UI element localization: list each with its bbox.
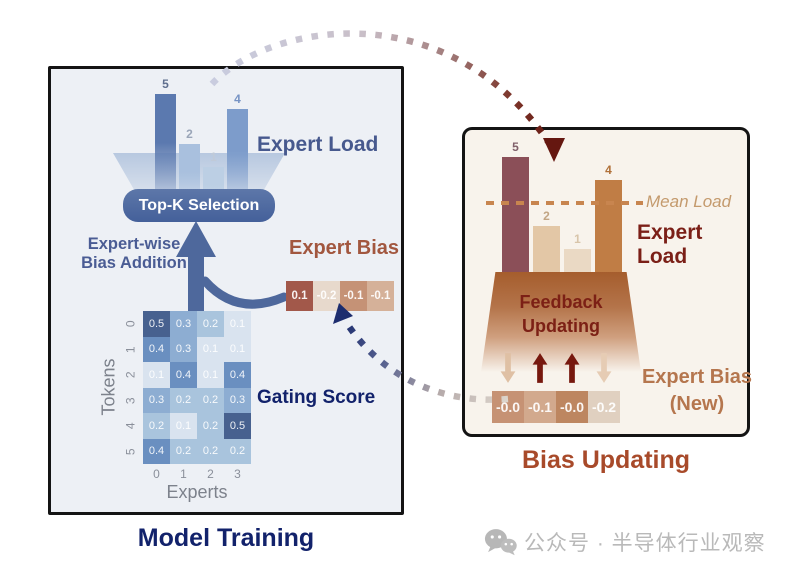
mean-load-line xyxy=(486,201,643,205)
bias-updating-title: Bias Updating xyxy=(521,446,691,474)
heatmap-cell: 0.2 xyxy=(197,438,224,464)
heatmap-cell: 0.2 xyxy=(197,387,224,413)
heatmap-cell: 0.1 xyxy=(197,362,224,388)
bias-cell: -0.1 xyxy=(367,281,394,311)
bar-value-label: 1 xyxy=(210,150,217,164)
heatmap-cell: 0.4 xyxy=(143,438,170,464)
heatmap-cell: 0.1 xyxy=(170,413,197,439)
experts-tick: 1 xyxy=(180,467,187,481)
heatmap-cell: 0.3 xyxy=(170,336,197,362)
tokens-tick: 0 xyxy=(123,320,137,328)
experts-axis-label: Experts xyxy=(166,482,228,502)
bar-value-label: 2 xyxy=(543,209,550,223)
bias-cell: -0.0 xyxy=(556,391,588,423)
expert-load-label-updating: Expert Load xyxy=(637,221,703,269)
bar xyxy=(533,226,560,272)
expert-bias-row: 0.1-0.2-0.1-0.1 xyxy=(286,281,394,311)
expert-bias-new-line1: Expert Bias xyxy=(641,366,753,388)
heatmap-cell: 0.4 xyxy=(224,362,251,388)
heatmap-cell: 0.3 xyxy=(143,387,170,413)
heatmap-cell: 0.3 xyxy=(170,311,197,337)
experts-tick: 0 xyxy=(153,467,160,481)
experts-tick-labels: 0 1 2 3 xyxy=(143,467,251,481)
heatmap-cell: 0.2 xyxy=(197,311,224,337)
expert-bias-label: Expert Bias xyxy=(289,237,400,259)
bias-addition-line1: Expert-wise xyxy=(87,235,181,253)
watermark-text: 公众号 · 半导体行业观察 xyxy=(524,532,766,555)
bar-value-label: 5 xyxy=(162,77,169,91)
heatmap-cell: 0.2 xyxy=(224,438,251,464)
model-training-title: Model Training xyxy=(137,524,315,552)
expert-bias-new-row: -0.0-0.1-0.0-0.2 xyxy=(492,391,620,423)
watermark: 公众号 · 半导体行业观察 xyxy=(484,527,766,557)
bar-value-label: 5 xyxy=(512,140,519,154)
bar-value-label: 4 xyxy=(605,163,612,177)
bias-cell: -0.1 xyxy=(340,281,367,311)
experts-tick: 2 xyxy=(207,467,214,481)
heatmap-cell: 0.5 xyxy=(143,311,170,337)
expert-bias-new-label: Expert Bias (New) xyxy=(641,364,753,418)
tokens-axis-label: Tokens xyxy=(98,358,119,416)
heatmap-cell: 0.1 xyxy=(224,311,251,337)
bias-cell: 0.1 xyxy=(286,281,313,311)
mean-load-label: Mean Load xyxy=(646,192,732,211)
bar xyxy=(595,180,622,272)
bias-cell: -0.1 xyxy=(524,391,556,423)
bias-updating-panel: 5 2 1 4 Mean Load Expert Load Feedback Upda… xyxy=(462,127,753,437)
wechat-icon xyxy=(484,529,517,556)
heatmap-cell: 0.5 xyxy=(224,413,251,439)
heatmap-cell: 0.4 xyxy=(143,336,170,362)
heatmap-cell: 0.2 xyxy=(170,438,197,464)
feedback-line1: Feedback xyxy=(519,292,603,312)
heatmap-cell: 0.1 xyxy=(224,336,251,362)
heatmap-cell: 0.1 xyxy=(197,336,224,362)
tokens-tick: 5 xyxy=(123,447,137,455)
tokens-tick-labels: 0 1 2 3 4 5 xyxy=(121,311,139,464)
down-arrow-icon xyxy=(596,353,612,383)
feedback-line2: Updating xyxy=(522,316,600,336)
heatmap-cell: 0.2 xyxy=(143,413,170,439)
bias-cell: -0.0 xyxy=(492,391,524,423)
tokens-tick: 3 xyxy=(123,396,137,404)
tokens-tick: 1 xyxy=(123,345,137,353)
experts-tick: 3 xyxy=(234,467,241,481)
heatmap-cell: 0.3 xyxy=(224,387,251,413)
bar xyxy=(155,94,176,210)
tokens-tick: 4 xyxy=(123,422,137,430)
expert-bias-new-line2: (New) xyxy=(669,393,725,415)
bar-value-label: 2 xyxy=(186,127,193,141)
bias-cell: -0.2 xyxy=(313,281,340,311)
bar xyxy=(564,249,591,272)
heatmap-cell: 0.2 xyxy=(197,413,224,439)
heatmap-cell: 0.2 xyxy=(170,387,197,413)
heatmap-cell: 0.4 xyxy=(170,362,197,388)
bias-cell: -0.2 xyxy=(588,391,620,423)
bar xyxy=(502,157,529,272)
bias-addition-line2: Bias Addition xyxy=(81,253,187,272)
tokens-tick: 2 xyxy=(123,371,137,379)
gating-score-label: Gating Score xyxy=(257,387,376,408)
bias-addition-arrow xyxy=(176,221,289,312)
bias-addition-label: Expert-wise Bias Addition xyxy=(61,235,207,273)
down-arrow-icon xyxy=(500,353,516,383)
bias-feedback-arrows xyxy=(492,353,620,385)
feedback-updating-label: Feedback Updating xyxy=(481,290,641,338)
expert-load-chart-updating: 5 2 1 4 xyxy=(502,140,622,272)
heatmap-cell: 0.1 xyxy=(143,362,170,388)
topk-selection-box: Top-K Selection xyxy=(123,189,275,222)
up-arrow-icon xyxy=(532,353,548,383)
bar-value-label: 1 xyxy=(574,232,581,246)
up-arrow-icon xyxy=(564,353,580,383)
